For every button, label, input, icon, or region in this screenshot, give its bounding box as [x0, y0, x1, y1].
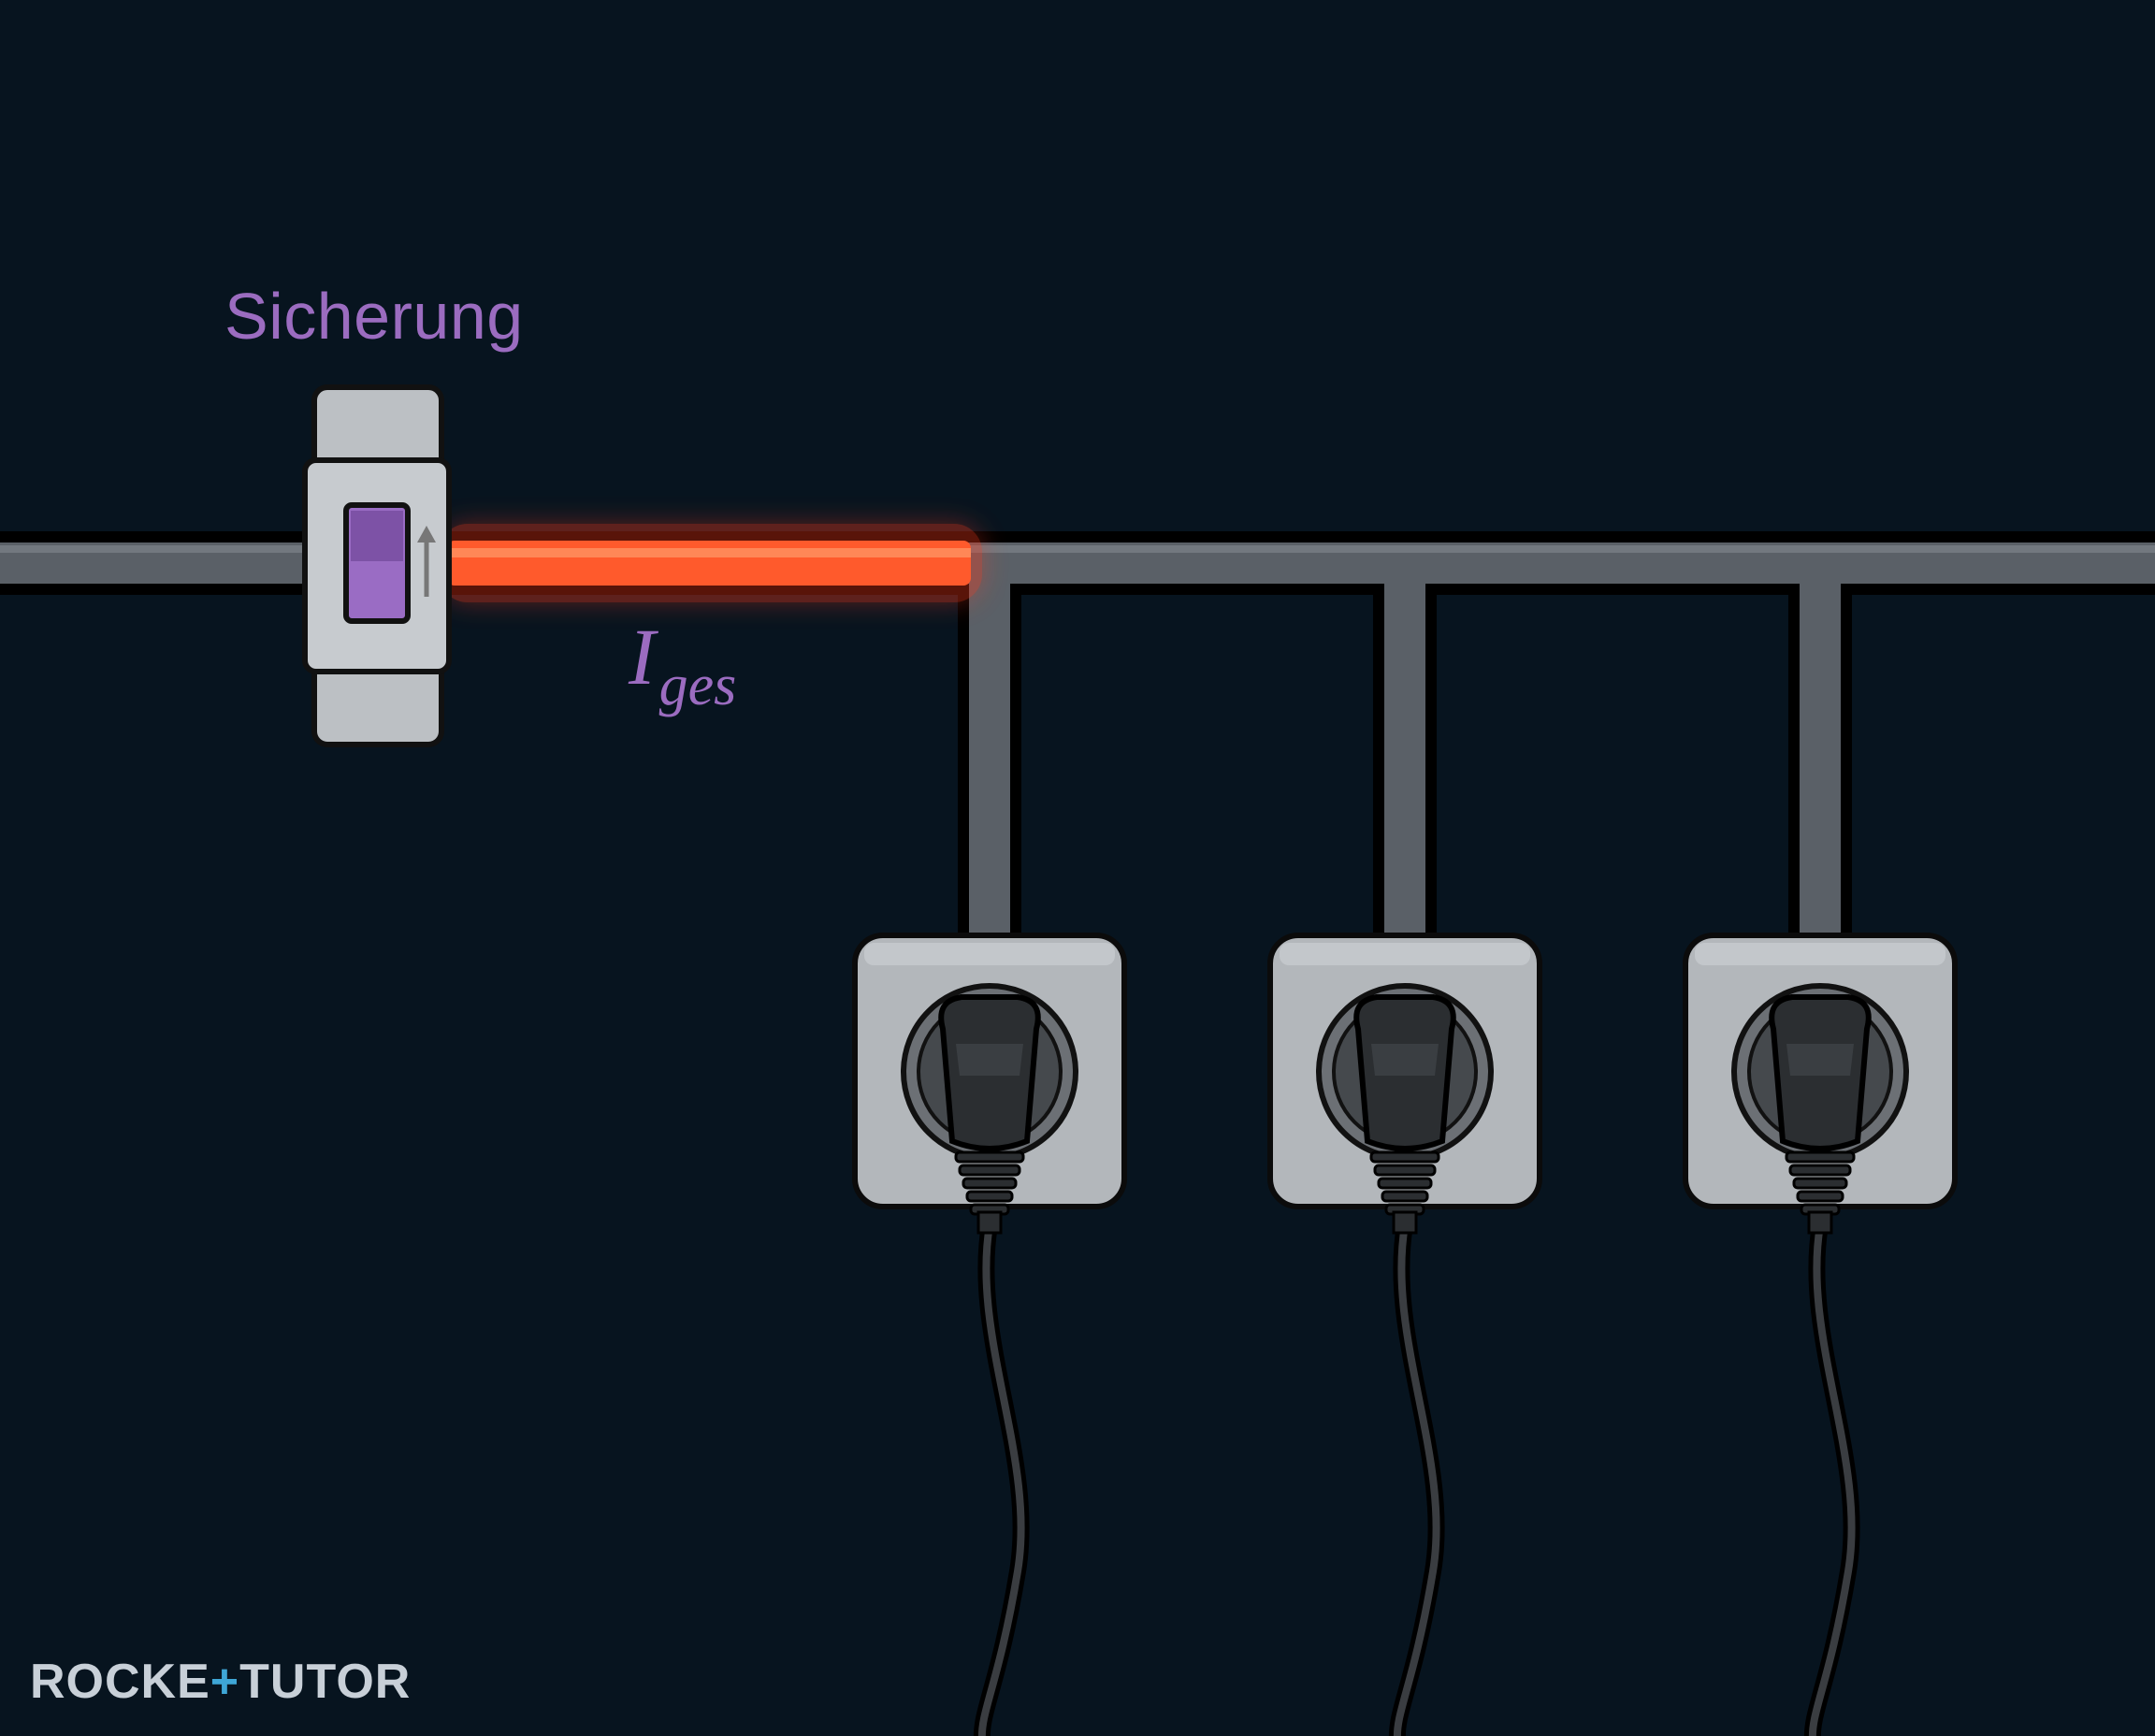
- arrow-up-icon: [417, 526, 436, 597]
- outlet-2: [1267, 933, 1542, 1736]
- current-symbol: I: [629, 612, 656, 702]
- hot-wire-segment: [440, 524, 982, 602]
- current-subscript: ges: [658, 654, 737, 717]
- branch-wire-1: [958, 584, 1021, 948]
- outlet-3: [1683, 933, 1958, 1736]
- current-label: Iges: [629, 610, 736, 717]
- logo-plus: +: [210, 1655, 240, 1709]
- branch-wire-3: [1788, 584, 1852, 948]
- brand-logo: ROCKE+TUTOR: [30, 1654, 411, 1710]
- logo-text-1: ROCKE: [30, 1655, 210, 1709]
- logo-text-2: TUTOR: [239, 1655, 412, 1709]
- fuse-label: Sicherung: [224, 280, 524, 353]
- outlets: [852, 933, 1958, 1736]
- branch-wire-2: [1373, 584, 1437, 948]
- outlet-1: [852, 933, 1127, 1736]
- fuse: [302, 384, 452, 747]
